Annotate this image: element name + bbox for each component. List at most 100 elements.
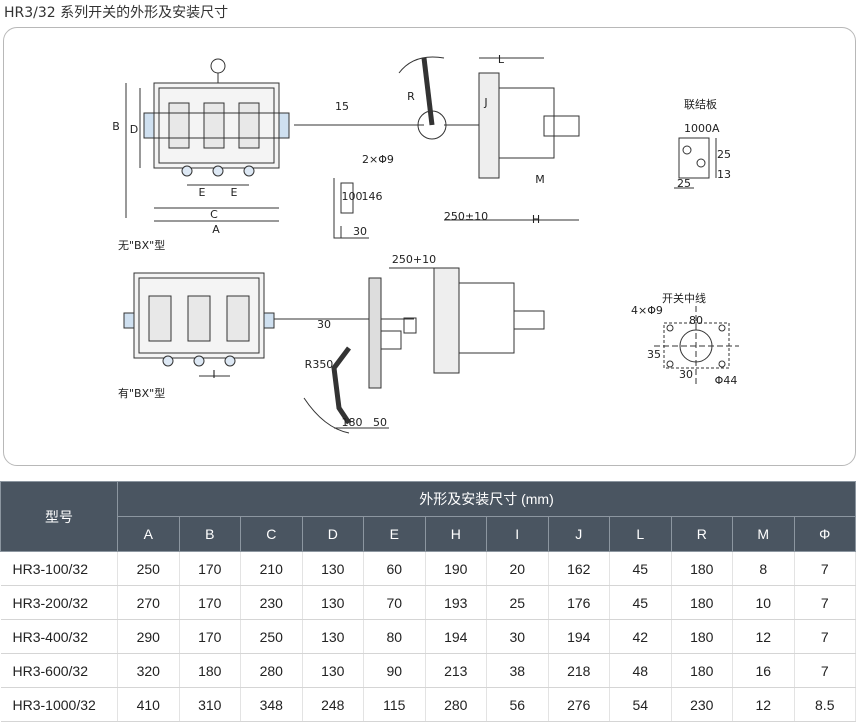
- dimension-cell: 194: [548, 619, 610, 654]
- dimension-cell: 176: [548, 585, 610, 620]
- model-cell: HR3-200/32: [0, 585, 118, 620]
- dim-label-r: R: [407, 90, 415, 103]
- dimension-cell: 12: [732, 619, 795, 654]
- dim-label-146: 146: [362, 190, 383, 203]
- model-cell: HR3-400/32: [0, 619, 118, 654]
- dimension-cell: 270: [117, 585, 180, 620]
- dimension-cell: 180: [671, 619, 733, 654]
- dim-label-h: H: [532, 213, 540, 226]
- dimension-cell: 130: [302, 619, 364, 654]
- dimension-cell: 410: [117, 687, 180, 722]
- dimension-cell: 180: [179, 653, 241, 688]
- dimension-cell: 130: [302, 653, 364, 688]
- column-header-1: B: [178, 516, 241, 552]
- dimension-cell: 90: [363, 653, 426, 688]
- dimension-cell: 248: [302, 687, 364, 722]
- dim-label-13: 13: [717, 168, 731, 181]
- dimension-cell: 56: [486, 687, 549, 722]
- column-header-4: E: [363, 516, 426, 552]
- dimension-cell: 48: [609, 653, 672, 688]
- dimension-cell: 290: [117, 619, 180, 654]
- dimension-cell: 230: [671, 687, 733, 722]
- label-with-bx: 有"BX"型: [118, 386, 165, 400]
- column-header-2: C: [240, 516, 303, 552]
- dimension-cell: 8: [732, 551, 795, 586]
- label-no-bx: 无"BX"型: [118, 238, 165, 252]
- dimension-cell: 170: [179, 585, 241, 620]
- dimension-cell: 180: [671, 585, 733, 620]
- dimension-cell: 115: [363, 687, 426, 722]
- dim-label-30-centerline: 30: [679, 368, 693, 381]
- dimension-cell: 12: [732, 687, 795, 722]
- dimension-cell: 218: [548, 653, 610, 688]
- link-plate: [674, 137, 717, 189]
- dim-label-i: I: [212, 368, 215, 381]
- dim-label-30-bracket: 30: [353, 225, 367, 238]
- dimension-cell: 320: [117, 653, 180, 688]
- model-cell: HR3-600/32: [0, 653, 118, 688]
- dimension-cell: 180: [671, 551, 733, 586]
- label-link-plate: 联结板: [684, 97, 717, 111]
- dimension-cell: 16: [732, 653, 795, 688]
- dimension-cell: 25: [486, 585, 549, 620]
- column-header-7: J: [547, 516, 610, 552]
- column-header-model: 型号: [0, 481, 118, 552]
- dim-label-2phi9: 2×Φ9: [362, 153, 394, 166]
- dimension-cell: 42: [609, 619, 672, 654]
- handle-side-view-top: [398, 56, 580, 179]
- dimension-cell: 213: [425, 653, 487, 688]
- dim-label-e1: E: [199, 186, 206, 199]
- dimension-cell: 70: [363, 585, 426, 620]
- dim-label-m: M: [535, 173, 545, 186]
- mounting-bracket: [333, 178, 369, 239]
- dim-label-100: 100: [342, 190, 363, 203]
- switch-body-bottom: [123, 272, 275, 367]
- dimension-cell: 348: [240, 687, 303, 722]
- dimension-cell: 130: [302, 585, 364, 620]
- dimension-cell: 230: [240, 585, 303, 620]
- dim-label-4phi9: 4×Φ9: [631, 304, 663, 317]
- column-header-6: I: [486, 516, 549, 552]
- dim-label-180: 180: [342, 416, 363, 429]
- column-header-11: Φ: [793, 516, 856, 552]
- label-1000a: 1000A: [684, 122, 720, 135]
- dimension-cell: 250: [240, 619, 303, 654]
- model-cell: HR3-100/32: [0, 551, 118, 586]
- dim-label-250-10-top: 250±10: [444, 210, 488, 223]
- model-cell: HR3-1000/32: [0, 687, 118, 722]
- dimension-cell: 130: [302, 551, 364, 586]
- column-header-5: H: [424, 516, 487, 552]
- column-header-8: L: [609, 516, 672, 552]
- dimension-cell: 280: [425, 687, 487, 722]
- dim-label-b: B: [112, 120, 120, 133]
- dim-label-c: C: [210, 208, 218, 221]
- dimension-cell: 7: [794, 585, 856, 620]
- dimension-cell: 60: [363, 551, 426, 586]
- dimension-cell: 38: [486, 653, 549, 688]
- dimension-cell: 20: [486, 551, 549, 586]
- dimension-cell: 310: [179, 687, 241, 722]
- dim-label-25-a: 25: [677, 177, 691, 190]
- dimension-cell: 180: [671, 653, 733, 688]
- dimension-cell: 7: [794, 619, 856, 654]
- dim-label-25-b: 25: [717, 148, 731, 161]
- dimension-cell: 45: [609, 551, 672, 586]
- dim-label-d: D: [130, 123, 138, 136]
- dimension-cell: 10: [732, 585, 795, 620]
- switch-centerline-view: [654, 306, 739, 386]
- column-header-0: A: [117, 516, 180, 552]
- dimension-cell: 170: [179, 551, 241, 586]
- dimension-cell: 190: [425, 551, 487, 586]
- switch-body-top: [143, 58, 290, 177]
- dimension-cell: 7: [794, 551, 856, 586]
- dimension-cell: 170: [179, 619, 241, 654]
- label-switch-centerline: 开关中线: [662, 291, 706, 305]
- dim-label-30-handle: 30: [317, 318, 331, 331]
- dimension-drawing: C A E E B D 无"BX"型 15 R J L M 250±10 H 2…: [112, 53, 739, 434]
- dimension-cell: 30: [486, 619, 549, 654]
- column-header-3: D: [301, 516, 364, 552]
